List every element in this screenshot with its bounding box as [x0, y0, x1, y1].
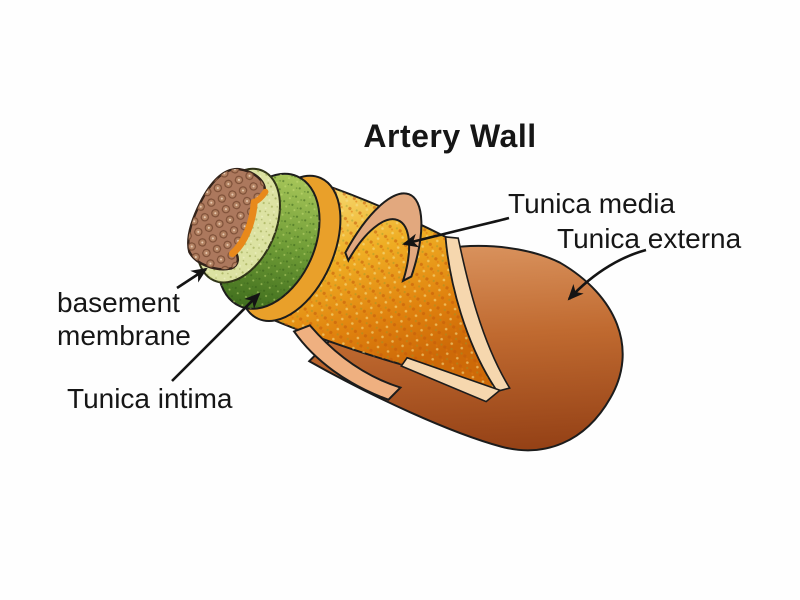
tunica-media-label: Tunica media [508, 188, 675, 219]
tunica-intima-label: Tunica intima [67, 383, 233, 414]
artery-illustration [187, 167, 624, 452]
internal-elastic-lamina [228, 198, 258, 258]
basement-membrane-label-line2: membrane [57, 320, 191, 351]
internal-elastic-lamina-notch [251, 188, 269, 206]
tunica-media-arrow [402, 216, 510, 248]
lumen-endothelium-cells [188, 169, 265, 270]
cut-edge-diagonal [444, 236, 511, 393]
externa-cut-face-top [344, 192, 423, 283]
tunica-intima-arrow [171, 292, 261, 382]
tunica-externa-arrow [567, 248, 647, 301]
cut-edge-bottom [400, 356, 502, 403]
basement-membrane-label-line1: basement [57, 287, 180, 318]
tunica-externa-label: Tunica externa [557, 223, 742, 254]
diagram-title-main: Artery Wall [363, 118, 536, 154]
basement-membrane-arrow [176, 267, 208, 290]
externa-cut-face-bottom [292, 324, 403, 401]
